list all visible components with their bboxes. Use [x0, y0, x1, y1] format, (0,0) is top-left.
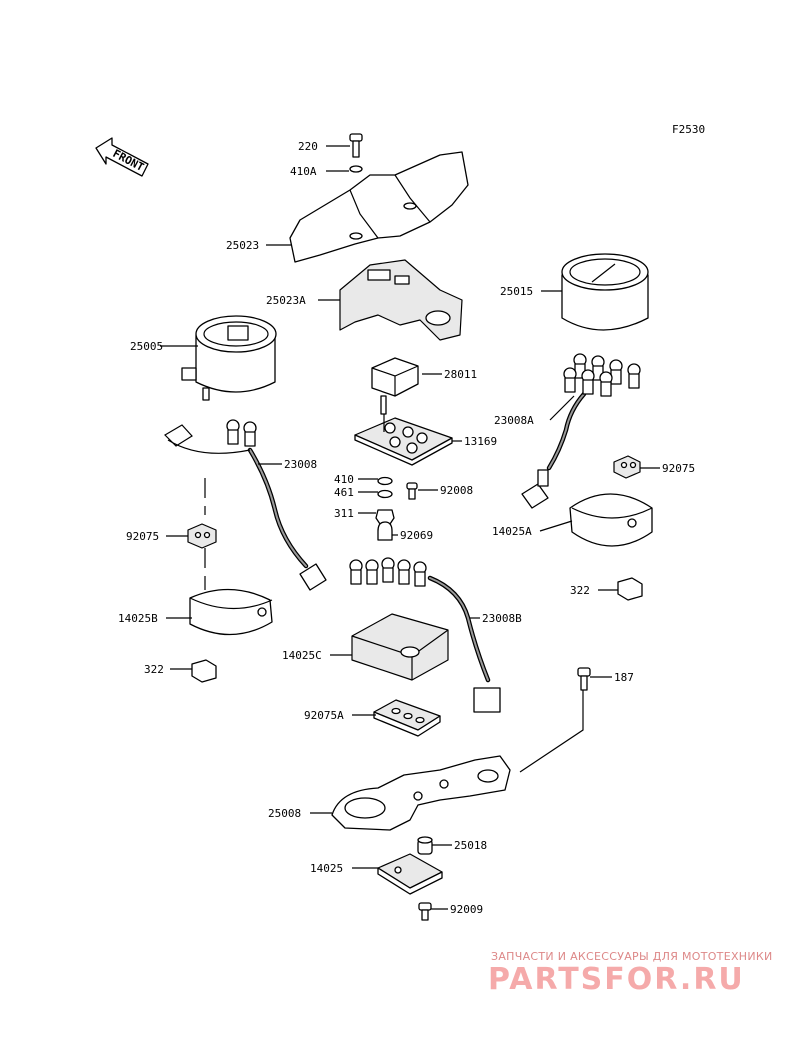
- part-14025C-bracket[interactable]: [351, 613, 449, 681]
- part-25023A-housing[interactable]: [339, 259, 463, 341]
- callout-23008A: 23008A: [494, 414, 534, 427]
- part-410A-washer[interactable]: [349, 165, 363, 173]
- callout-322-right: 322: [570, 584, 590, 597]
- part-25008-bracket[interactable]: [331, 755, 511, 831]
- callout-25023A: 25023A: [266, 294, 306, 307]
- callout-220: 220: [298, 140, 318, 153]
- callout-25005: 25005: [130, 340, 163, 353]
- part-25015-meter[interactable]: [561, 253, 649, 331]
- part-92069-bulb[interactable]: [377, 521, 393, 541]
- leader-187: [519, 690, 584, 773]
- part-25023-cover[interactable]: [289, 151, 469, 263]
- part-25005-meter[interactable]: [181, 315, 277, 401]
- callout-14025B: 14025B: [118, 612, 158, 625]
- part-92009-screw[interactable]: [418, 902, 432, 921]
- part-461-washer[interactable]: [377, 489, 393, 499]
- callout-25008: 25008: [268, 807, 301, 820]
- part-23008-harness[interactable]: [164, 419, 327, 591]
- callout-461: 461: [334, 486, 354, 499]
- figure-code: F2530: [672, 123, 705, 136]
- watermark-tagline: ЗАПЧАСТИ И АКСЕССУАРЫ ДЛЯ МОТОТЕХНИКИ: [491, 950, 773, 963]
- part-322-nut-left[interactable]: [191, 659, 217, 683]
- callout-311: 311: [334, 507, 354, 520]
- part-92075-grommet-left[interactable]: [187, 523, 217, 549]
- front-label: FRONT: [111, 147, 147, 174]
- part-23008B-harness[interactable]: [349, 557, 501, 713]
- callout-14025C: 14025C: [282, 649, 322, 662]
- part-220-screw[interactable]: [349, 133, 363, 158]
- part-322-nut-right[interactable]: [617, 577, 643, 601]
- callout-92009: 92009: [450, 903, 483, 916]
- callout-25023: 25023: [226, 239, 259, 252]
- part-13169-socket-board[interactable]: [354, 417, 453, 466]
- callout-labels: 220 410A 25023 25023A 25015 25005 28011 …: [118, 140, 695, 916]
- callout-25015: 25015: [500, 285, 533, 298]
- callout-14025: 14025: [310, 862, 343, 875]
- callout-23008: 23008: [284, 458, 317, 471]
- callout-92075A: 92075A: [304, 709, 344, 722]
- watermark-logo: PARTSFOR.RU: [488, 962, 745, 997]
- part-187-bolt[interactable]: [577, 667, 591, 691]
- callout-187: 187: [614, 671, 634, 684]
- callout-92008: 92008: [440, 484, 473, 497]
- callout-13169: 13169: [464, 435, 497, 448]
- part-92075A-pad[interactable]: [373, 699, 441, 737]
- part-410-washer[interactable]: [377, 476, 393, 486]
- front-arrow-icon: FRONT: [95, 137, 149, 177]
- part-14025A-bracket[interactable]: [569, 493, 653, 547]
- callout-410A: 410A: [290, 165, 317, 178]
- part-14025-plate[interactable]: [377, 853, 443, 895]
- part-92075-grommet-right[interactable]: [613, 455, 641, 479]
- part-14025B-bracket[interactable]: [189, 588, 273, 636]
- leader-lines: [160, 145, 660, 910]
- callout-92075-left: 92075: [126, 530, 159, 543]
- callout-23008B: 23008B: [482, 612, 522, 625]
- callout-322-left: 322: [144, 663, 164, 676]
- callout-14025A: 14025A: [492, 525, 532, 538]
- callout-92069: 92069: [400, 529, 433, 542]
- part-23008A-harness[interactable]: [521, 353, 641, 509]
- callout-92075-right: 92075: [662, 462, 695, 475]
- callout-410: 410: [334, 473, 354, 486]
- callout-28011: 28011: [444, 368, 477, 381]
- callout-25018: 25018: [454, 839, 487, 852]
- part-28011-indicator[interactable]: [371, 357, 419, 415]
- part-25018-damper[interactable]: [417, 836, 433, 855]
- part-92008-screw[interactable]: [406, 482, 418, 500]
